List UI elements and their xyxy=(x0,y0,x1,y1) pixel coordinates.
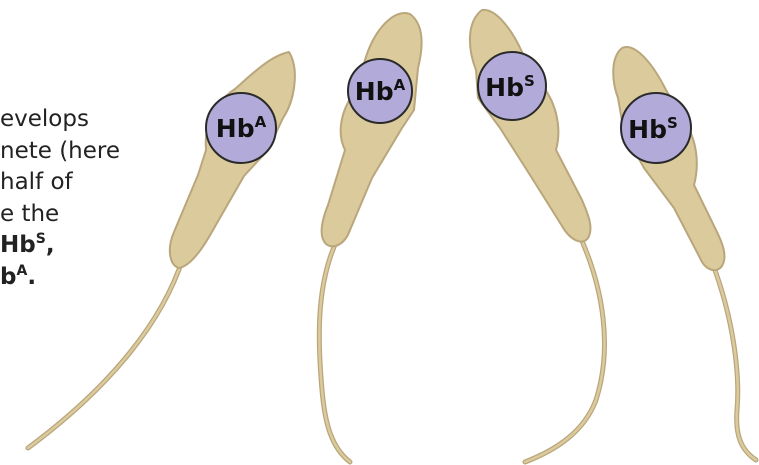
sperm-3-label-hb: Hb xyxy=(485,73,524,102)
sperm-2-tail xyxy=(319,238,350,462)
sperm-3-body xyxy=(470,10,591,242)
sperm-4-label-allele: S xyxy=(667,114,678,132)
sperm-4-label-hb: Hb xyxy=(628,115,667,144)
sperm-1-tail xyxy=(28,258,183,448)
sperm-1-label-hb: Hb xyxy=(216,114,255,143)
sperm-cell-4: HbS xyxy=(613,47,756,460)
sperm-1-label-allele: A xyxy=(255,113,267,131)
sperm-4-tail xyxy=(712,262,756,460)
sperm-2-label-hb: Hb xyxy=(355,77,394,106)
sperm-2-body xyxy=(322,13,422,246)
sperm-3-label-allele: S xyxy=(524,72,535,90)
sperm-1-tail-core xyxy=(28,258,183,448)
sperm-3-tail-core xyxy=(525,232,604,462)
sperm-cell-3: HbS xyxy=(470,10,605,462)
sperm-cell-2: HbA xyxy=(319,13,421,462)
sperm-2-label-allele: A xyxy=(394,76,406,94)
sperm-cell-1: HbA xyxy=(28,52,295,448)
